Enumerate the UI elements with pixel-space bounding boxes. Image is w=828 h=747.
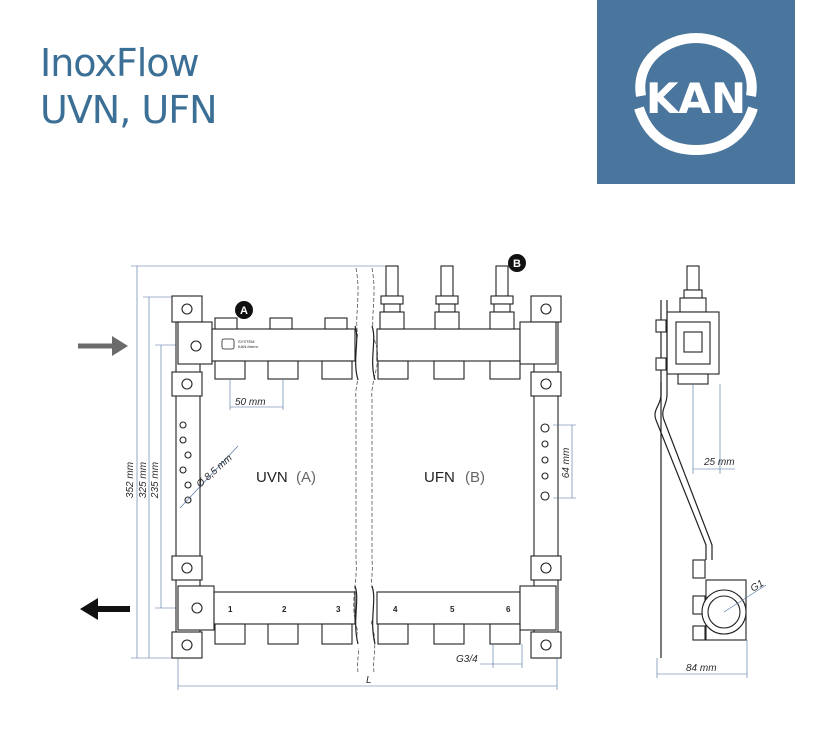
plate-text-1: SYSTEM [238,339,254,344]
outlet-number-2: 2 [282,605,287,614]
label-uvn-suffix: (A) [296,469,316,486]
svg-text:A: A [240,305,248,317]
outlet-number-1: 1 [228,605,233,614]
product-subtitle: UVN, UFN [40,88,217,132]
marker-b: B [508,254,526,272]
dim-side-offset: 25 mm [703,457,735,468]
label-ufn: UFN [424,469,455,486]
dim-height-total: 352 mm [125,462,136,498]
flow-meters [379,265,515,330]
dim-thread-inlet: G1 [749,578,766,594]
outlet-number-5: 5 [450,605,455,614]
dim-pitch: 50 mm [235,397,266,408]
outlet-number-4: 4 [393,605,398,614]
kan-logo: KAN [597,0,795,184]
break-lines [353,267,379,673]
kan-logo-mark: KAN [634,32,758,156]
dim-bracket-spacing: 64 mm [561,448,572,479]
svg-text:B: B [513,258,521,270]
side-view: G1 25 mm 84 mm [654,265,767,678]
product-title: InoxFlow [40,41,200,85]
dim-length: L [366,675,372,686]
dim-thread-outlet: G3/4 [456,654,478,665]
return-bar: 1 2 3 4 5 6 G3/4 [177,585,557,668]
label-ufn-suffix: (B) [465,469,485,486]
dim-height-mid: 325 mm [138,462,149,498]
inlet-arrow [78,336,128,356]
outlet-arrow [80,598,130,620]
plate-text-2: KAN-therm [238,344,258,349]
dim-height-inner: 235 mm [150,462,161,499]
marker-a: A [235,301,253,319]
dim-side-depth: 84 mm [686,663,717,674]
logo-text: KAN [646,74,746,123]
outlet-number-3: 3 [336,605,341,614]
length-dimension: L [177,658,558,690]
supply-bar: SYSTEM KAN-therm 5 [177,265,557,410]
outlet-number-6: 6 [506,605,511,614]
label-uvn: UVN [256,469,288,486]
